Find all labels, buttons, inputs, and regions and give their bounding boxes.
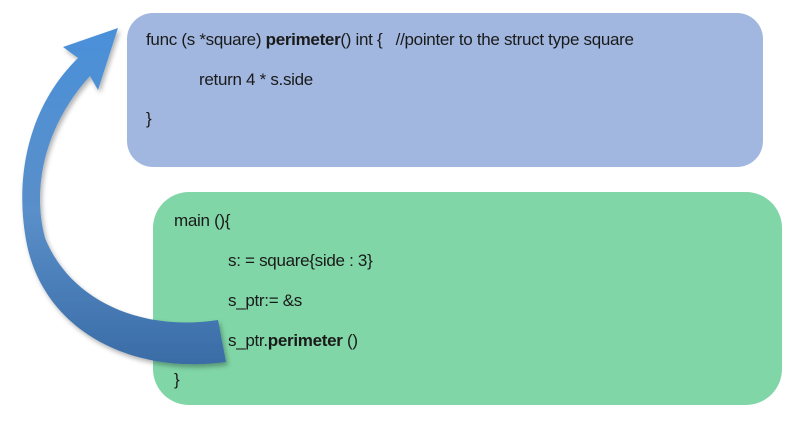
code-line-main: main (){: [174, 211, 231, 230]
code-line-pointer-assign: s_ptr:= &s: [228, 291, 303, 310]
code-line-struct-init: s: = square{side : 3}: [228, 251, 373, 270]
main-function-box: main (){ s: = square{side : 3} s_ptr:= &…: [153, 192, 782, 405]
code-line-close-brace: }: [174, 370, 180, 389]
code-line-method-call: s_ptr.perimeter (): [228, 331, 358, 350]
code-line-return: return 4 * s.side: [199, 70, 313, 89]
method-definition-box: func (s *square) perimeter() int { //poi…: [127, 13, 763, 167]
code-line-close-brace: }: [146, 109, 152, 128]
code-line-func-signature: func (s *square) perimeter() int { //poi…: [146, 30, 634, 49]
